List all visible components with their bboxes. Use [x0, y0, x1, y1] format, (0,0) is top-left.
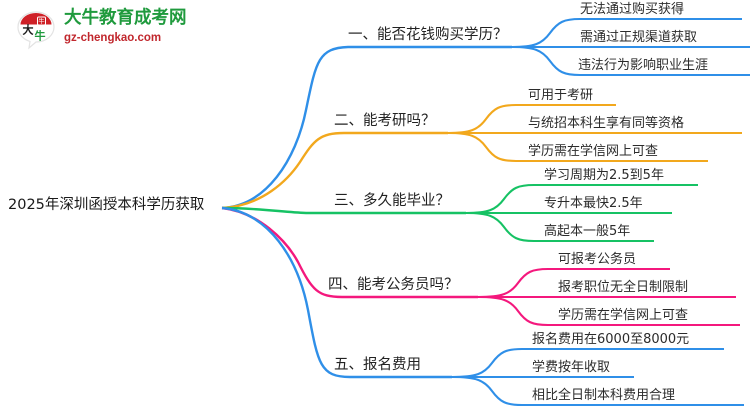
leaf-3-1[interactable]: 学习周期为2.5到5年 — [544, 168, 664, 183]
leaf-1-1[interactable]: 无法通过购买获得 — [580, 2, 685, 17]
leaf-3-2[interactable]: 专升本最快2.5年 — [544, 196, 643, 211]
svg-text:牛: 牛 — [38, 18, 44, 26]
leaf-3-3[interactable]: 高起本一般5年 — [544, 224, 631, 239]
leaf-5-3[interactable]: 相比全日制本科费用合理 — [532, 388, 676, 403]
topic-branch-2[interactable]: 二、能考研吗？ — [334, 113, 436, 129]
logo-domain: gz-chengkao.com — [64, 32, 162, 44]
mindmap-root-node: 2025年深圳函授本科学历获取 — [8, 197, 205, 213]
site-logo: 牛 大 牛 大牛教育成考网 gz-chengkao.com — [14, 6, 194, 54]
leaf-2-1[interactable]: 可用于考研 — [528, 88, 594, 103]
leaf-4-1[interactable]: 可报考公务员 — [558, 252, 637, 267]
leaf-4-2[interactable]: 报考职位无全日制限制 — [558, 280, 689, 295]
logo-cn-name: 大牛教育成考网 — [64, 8, 187, 28]
topic-branch-3[interactable]: 三、多久能毕业？ — [334, 193, 450, 209]
topic-branch-5[interactable]: 五、报名费用 — [334, 357, 421, 373]
leaf-5-1[interactable]: 报名费用在6000至8000元 — [532, 332, 690, 347]
svg-text:大: 大 — [23, 23, 34, 37]
leaf-4-3[interactable]: 学历需在学信网上可查 — [558, 308, 689, 323]
topic-branch-1[interactable]: 一、能否花钱购买学历？ — [348, 27, 508, 43]
cow-head-speech-bubble-logo-icon: 牛 大 牛 — [17, 11, 55, 50]
leaf-1-2[interactable]: 需通过正规渠道获取 — [580, 30, 698, 45]
leaf-5-2[interactable]: 学费按年收取 — [532, 360, 611, 375]
logo-wordmark: 大牛教育成考网 gz-chengkao.com — [64, 8, 194, 46]
topic-branch-4[interactable]: 四、能考公务员吗？ — [328, 277, 459, 293]
leaf-2-2[interactable]: 与统招本科生享有同等资格 — [528, 116, 685, 131]
leaf-1-3[interactable]: 违法行为影响职业生涯 — [578, 58, 709, 73]
svg-text:牛: 牛 — [35, 29, 46, 43]
leaf-2-3[interactable]: 学历需在学信网上可查 — [528, 144, 659, 159]
